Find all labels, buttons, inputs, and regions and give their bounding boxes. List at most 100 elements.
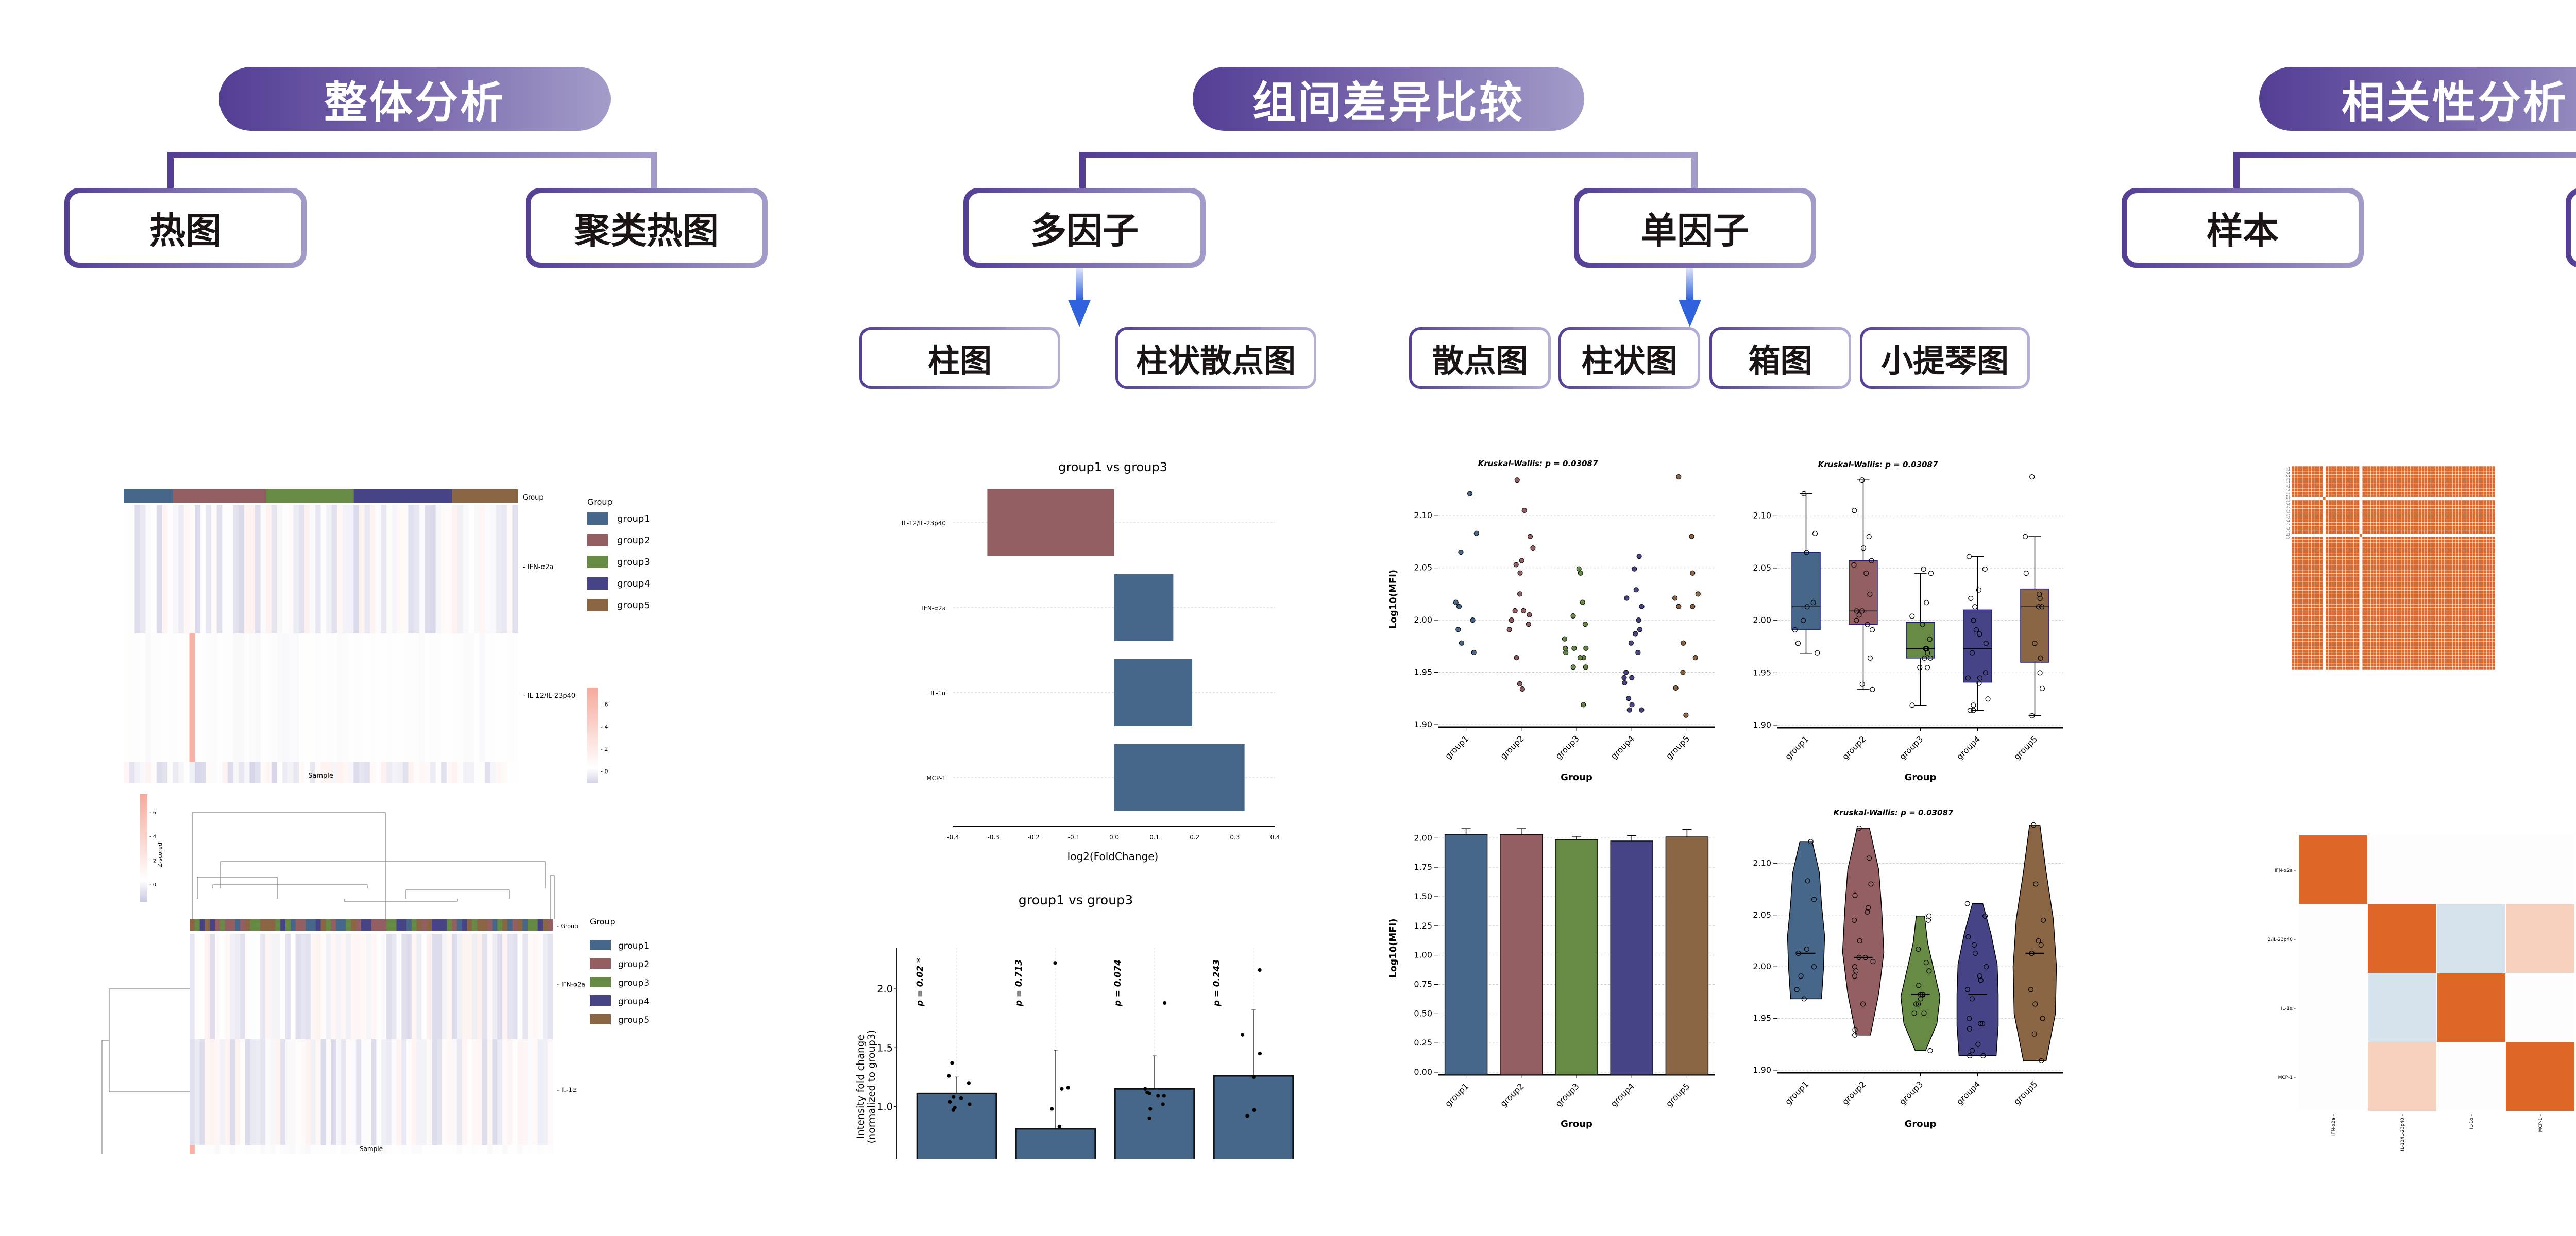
leaf-box-plot[interactable]: 箱图	[1709, 327, 1851, 389]
svg-text:Kruskal-Wallis: p = 0.03087: Kruskal-Wallis: p = 0.03087	[1834, 808, 1954, 817]
tree-connector	[167, 152, 657, 188]
svg-text:group2: group2	[1840, 1079, 1868, 1106]
leaf-violin-plot[interactable]: 小提琴图	[1860, 327, 2030, 389]
svg-text:0.1: 0.1	[1149, 834, 1159, 841]
svg-text:0.00: 0.00	[1414, 1067, 1432, 1077]
node-sample[interactable]: 样本	[2122, 188, 2364, 268]
svg-text:group2: group2	[617, 535, 650, 546]
svg-text:1.95: 1.95	[1753, 667, 1771, 677]
svg-text:group5: group5	[1664, 733, 1691, 761]
svg-text:2.05: 2.05	[1753, 910, 1771, 920]
leaf-scatter-plot[interactable]: 散点图	[1409, 327, 1551, 389]
node-cluster-heatmap[interactable]: 聚类热图	[526, 188, 768, 268]
node-multi-factor[interactable]: 多因子	[963, 188, 1206, 268]
svg-text:group1: group1	[1783, 1079, 1810, 1106]
svg-text:2.10: 2.10	[1753, 858, 1771, 868]
svg-text:group1: group1	[1443, 733, 1470, 761]
svg-text:Sample: Sample	[360, 1145, 383, 1153]
svg-text:- IL-12/IL-23p40: - IL-12/IL-23p40	[523, 692, 575, 700]
svg-text:1.90: 1.90	[1414, 719, 1432, 729]
svg-text:1.90: 1.90	[1753, 1065, 1771, 1075]
svg-text:Group: Group	[523, 494, 544, 502]
svg-text:group1: group1	[1443, 1081, 1470, 1108]
svg-text:(normalized to group3): (normalized to group3)	[866, 1030, 877, 1144]
svg-text:group5: group5	[1664, 1081, 1691, 1108]
svg-text:p = 0.02 *: p = 0.02 *	[914, 958, 925, 1007]
svg-text:- 2: - 2	[601, 746, 608, 752]
svg-text:- Group: - Group	[557, 923, 578, 930]
svg-text:p = 0.074: p = 0.074	[1112, 959, 1123, 1007]
svg-text:-0.3: -0.3	[987, 834, 999, 841]
svg-text:2.00: 2.00	[1753, 615, 1771, 625]
heatmap-chart: Group- IFN-α2a- IL-12/IL-23p40- IL-1α- M…	[124, 489, 650, 783]
svg-text:group3: group3	[1897, 1079, 1925, 1106]
svg-text:Group: Group	[590, 917, 615, 926]
svg-text:group4: group4	[1609, 1081, 1636, 1108]
svg-text:- IL-1α: - IL-1α	[557, 1087, 577, 1094]
leaf-bar-chart[interactable]: 柱图	[859, 327, 1060, 389]
svg-text:1.5: 1.5	[877, 1042, 893, 1054]
svg-text:2.10: 2.10	[1414, 510, 1432, 520]
svg-text:group3: group3	[1553, 733, 1581, 761]
svg-text:- IFN-α2a: - IFN-α2a	[557, 981, 585, 988]
node-heatmap[interactable]: 热图	[64, 188, 307, 268]
tree-connector	[1079, 152, 1698, 188]
svg-text:Log10(MFI): Log10(MFI)	[1388, 918, 1399, 977]
factor-correlation-heatmap: IFN-α2a -IFN-α2a -IL-12/IL-23p40 -IL-12/…	[2267, 835, 2574, 1151]
svg-text:- 6: - 6	[149, 810, 156, 816]
node-single-factor[interactable]: 单因子	[1574, 188, 1816, 268]
svg-text:group3: group3	[618, 978, 649, 988]
svg-text:Log10(MFI): Log10(MFI)	[1388, 570, 1399, 629]
fold-change-bar-chart: group1 vs group3IL-12/IL-23p40IFN-α2aIL-…	[902, 460, 1280, 863]
svg-text:1.50: 1.50	[1414, 891, 1432, 901]
arrow-down-icon	[1068, 268, 1091, 327]
svg-text:1.90: 1.90	[1753, 720, 1771, 730]
svg-text:1.95: 1.95	[1753, 1014, 1771, 1023]
svg-text:Group: Group	[1905, 1119, 1937, 1129]
svg-text:group1: group1	[617, 513, 650, 524]
svg-text:p = 0.243: p = 0.243	[1211, 959, 1222, 1007]
svg-text:Group: Group	[1561, 1119, 1592, 1129]
node-factor[interactable]: 因子	[2566, 188, 2576, 268]
bar-scatter-chart: group1 vs group30.00.51.01.52.0Intensity…	[855, 892, 1294, 1159]
svg-text:Intensity fold change: Intensity fold change	[855, 1035, 867, 1139]
svg-text:group1 vs group3: group1 vs group3	[1058, 460, 1167, 474]
svg-text:1.0: 1.0	[877, 1101, 893, 1113]
svg-text:group3: group3	[1897, 734, 1925, 761]
svg-text:0.0: 0.0	[1109, 834, 1119, 841]
svg-text:Sample: Sample	[308, 772, 333, 780]
svg-text:2.05: 2.05	[1753, 563, 1771, 573]
svg-text:- 2: - 2	[149, 858, 156, 864]
svg-text:- IFN-α2a: - IFN-α2a	[523, 563, 553, 571]
svg-text:1.95: 1.95	[1414, 667, 1432, 677]
svg-text:0.3: 0.3	[1230, 834, 1240, 841]
leaf-bar-plot[interactable]: 柱状图	[1558, 327, 1700, 389]
svg-text:- 6: - 6	[601, 701, 608, 708]
svg-text:1.25: 1.25	[1414, 921, 1432, 931]
arrow-down-icon	[1679, 268, 1701, 327]
mean-bar-chart: 0.000.250.500.751.001.251.501.752.00grou…	[1388, 828, 1715, 1129]
svg-text:group5: group5	[618, 1015, 649, 1025]
svg-text:group2: group2	[1498, 733, 1526, 761]
svg-text:-0.4: -0.4	[947, 834, 959, 841]
svg-text:group5: group5	[2012, 734, 2039, 761]
svg-text:group2: group2	[618, 959, 649, 970]
svg-text:group4: group4	[1955, 1079, 1982, 1106]
svg-text:Kruskal-Wallis: p = 0.03087: Kruskal-Wallis: p = 0.03087	[1818, 460, 1938, 469]
svg-text:IL-1α: IL-1α	[930, 690, 946, 697]
leaf-bar-scatter-chart[interactable]: 柱状散点图	[1115, 327, 1316, 389]
svg-text:2.00: 2.00	[1414, 615, 1432, 625]
svg-text:group2: group2	[1840, 734, 1868, 761]
svg-text:2.00: 2.00	[1753, 962, 1771, 971]
svg-text:group2: group2	[1498, 1081, 1526, 1108]
svg-text:group5: group5	[617, 600, 650, 611]
svg-text:IL-12/IL-23p40: IL-12/IL-23p40	[902, 520, 946, 527]
svg-text:group1 vs group3: group1 vs group3	[1019, 892, 1133, 907]
svg-text:1.75: 1.75	[1414, 862, 1432, 872]
svg-text:group4: group4	[618, 997, 649, 1007]
section-title-overall: 整体分析	[219, 67, 611, 131]
svg-text:Group: Group	[587, 497, 613, 507]
svg-text:1.00: 1.00	[1414, 950, 1432, 960]
svg-text:- 4: - 4	[601, 724, 608, 730]
svg-text:2.0: 2.0	[877, 983, 893, 995]
